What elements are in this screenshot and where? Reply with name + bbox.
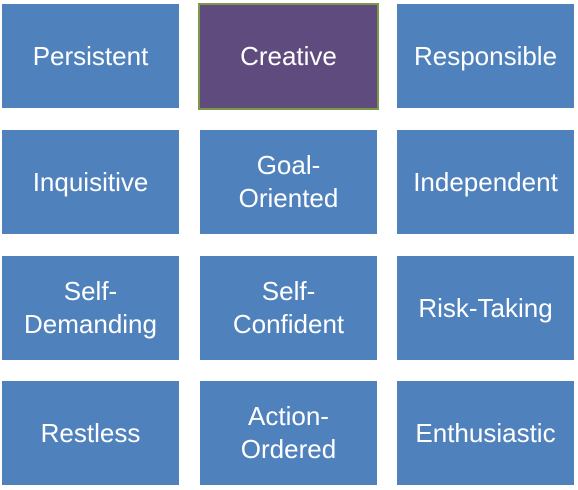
tile-risk-taking[interactable]: Risk-Taking [397, 256, 574, 360]
tile-self-confident[interactable]: Self- Confident [200, 256, 377, 360]
tile-responsible[interactable]: Responsible [397, 4, 574, 108]
tile-inquisitive[interactable]: Inquisitive [2, 130, 179, 234]
tile-independent[interactable]: Independent [397, 130, 574, 234]
tile-goal-oriented[interactable]: Goal- Oriented [200, 130, 377, 234]
tile-persistent[interactable]: Persistent [2, 4, 179, 108]
tile-self-demanding[interactable]: Self- Demanding [2, 256, 179, 360]
tile-creative[interactable]: Creative [198, 3, 379, 110]
tile-restless[interactable]: Restless [2, 381, 179, 485]
tile-enthusiastic[interactable]: Enthusiastic [397, 381, 574, 485]
tile-action-ordered[interactable]: Action- Ordered [200, 381, 377, 485]
